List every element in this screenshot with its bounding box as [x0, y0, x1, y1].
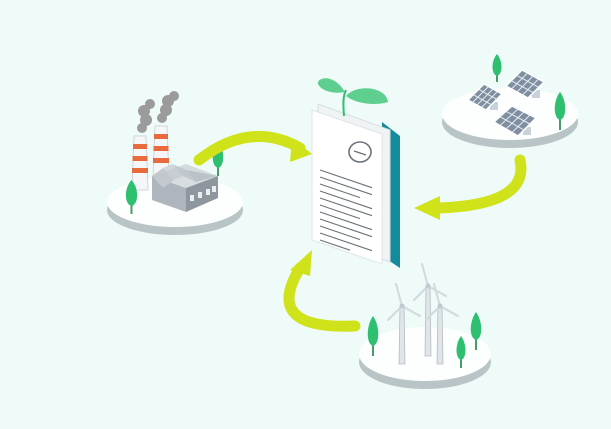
- wind-turbine-icon: [424, 282, 460, 365]
- tree-icon: [492, 54, 502, 82]
- document-text-lines: [319, 169, 373, 252]
- factory-platform: [107, 91, 243, 235]
- certificate-document-icon: [311, 78, 400, 268]
- sprout-icon: [317, 78, 388, 117]
- tree-icon: [470, 312, 482, 350]
- wind-turbine-icon: [386, 282, 422, 365]
- tree-icon: [125, 180, 138, 214]
- solar-platform: [442, 54, 578, 148]
- solar-panel-icon: [504, 69, 546, 99]
- tree-icon: [456, 336, 466, 368]
- wind-platform: [359, 262, 491, 389]
- cycle-arrow-icon: [414, 154, 527, 220]
- solar-panel-icon: [492, 105, 538, 137]
- smokestack-icon: [152, 125, 170, 181]
- smoke-icon: [137, 91, 179, 133]
- document-seal: [348, 141, 372, 163]
- solar-panel-icon: [466, 83, 504, 111]
- cycle-arrow-icon: [283, 250, 361, 332]
- smokestack-icon: [131, 135, 149, 191]
- cycle-arrow-icon: [193, 131, 312, 166]
- tree-icon: [367, 316, 379, 356]
- document-front-page: [311, 109, 383, 265]
- factory-icon: [152, 164, 218, 212]
- tree-icon: [554, 92, 566, 130]
